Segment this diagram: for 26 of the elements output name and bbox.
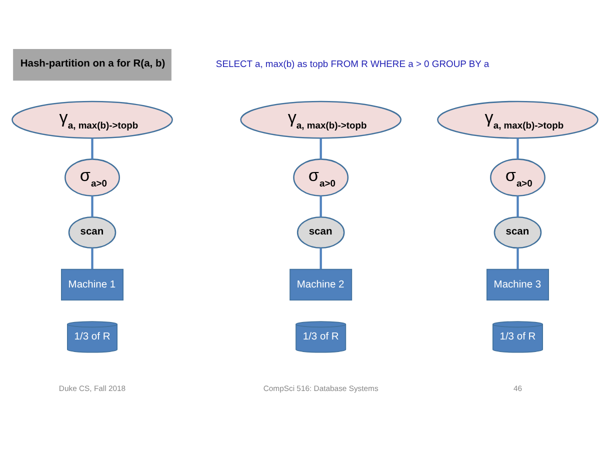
node-ellipse: scan	[296, 216, 345, 248]
connector	[320, 247, 322, 269]
connector	[516, 195, 519, 216]
connector	[91, 138, 94, 159]
connector	[516, 138, 519, 159]
connector	[516, 247, 519, 269]
label: SELECT a, max(b) as topb FROM R WHERE a > 0 GROUP BY a	[216, 58, 490, 69]
node-ellipse: scan	[494, 216, 542, 248]
label: Duke CS, Fall 2018	[58, 384, 126, 393]
node-box: Machine 2	[290, 268, 352, 300]
connector	[91, 247, 94, 269]
node-ellipse: γ$_{a, max(b)->topb}$	[240, 100, 402, 138]
node-ellipse: γ$_{a, max(b)->topb}$	[437, 100, 598, 138]
node-ellipse: γ$_{a, max(b)->topb}$	[12, 100, 173, 138]
label: CompSci 516: Database Systems	[263, 384, 378, 393]
connector	[91, 195, 94, 216]
connector	[320, 138, 322, 159]
node-ellipse: scan	[68, 216, 116, 248]
node-ellipse: σ$_{a>0}$	[293, 158, 349, 196]
node-box: Machine 1	[61, 268, 124, 300]
node-ellipse: σ$_{a>0}$	[490, 158, 546, 196]
connector	[320, 195, 322, 216]
label: 46	[513, 384, 522, 393]
node-ellipse: σ$_{a>0}$	[64, 158, 120, 196]
node-box: Hash-partition on a for R(a, b)	[13, 48, 172, 80]
node-box: Machine 3	[486, 268, 549, 300]
